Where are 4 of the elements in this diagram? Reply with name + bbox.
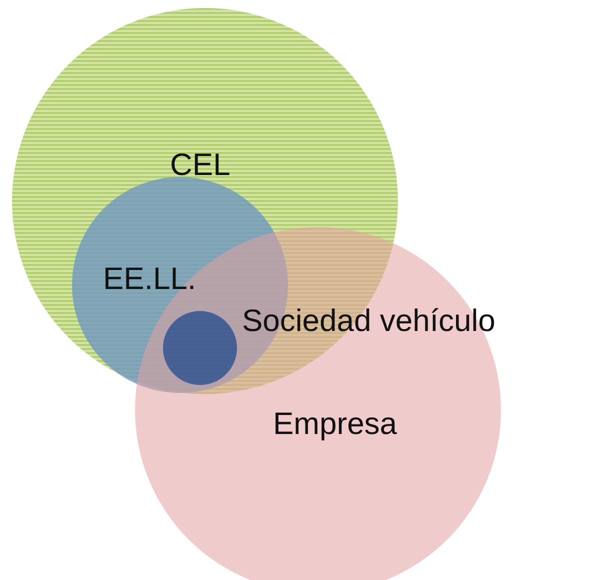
region-label: EE.LL. bbox=[103, 262, 196, 296]
region-label: Empresa bbox=[273, 407, 398, 442]
region-label: CEL bbox=[170, 148, 230, 182]
region-label: Sociedad vehículo bbox=[242, 304, 496, 338]
